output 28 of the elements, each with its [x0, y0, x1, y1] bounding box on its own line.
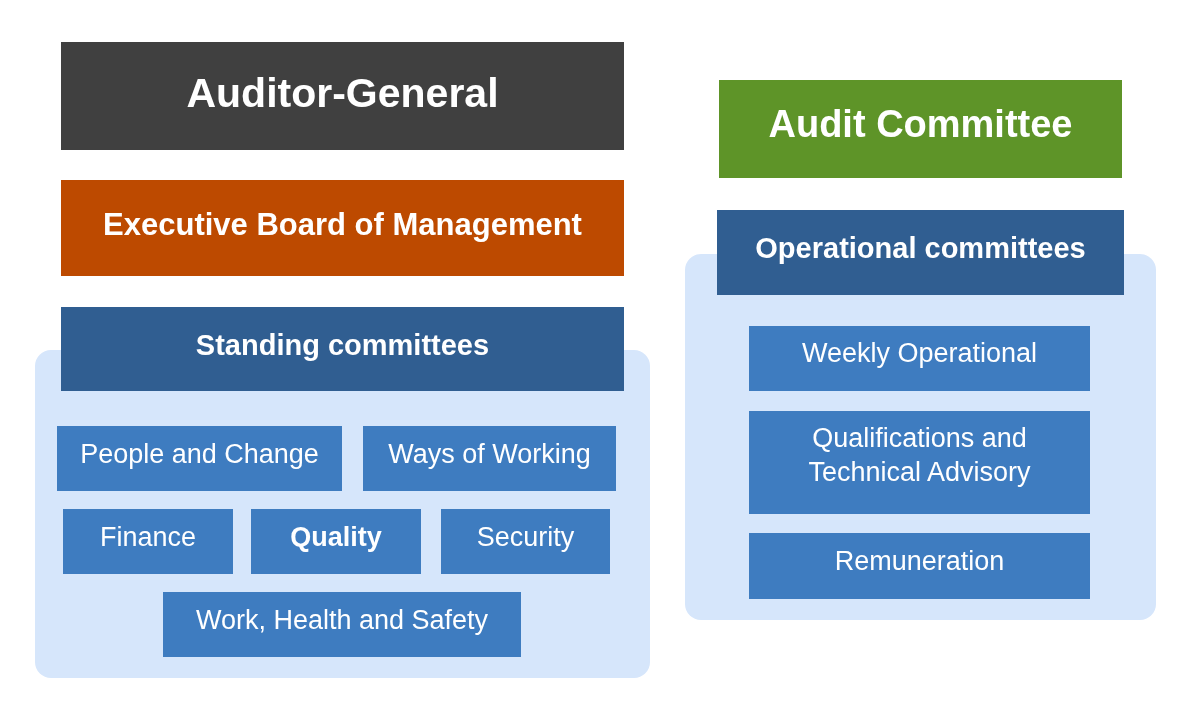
- committee-box: [57, 426, 342, 491]
- committee-box: [441, 509, 610, 574]
- committee-name: Work, Health and Safety: [194, 604, 490, 636]
- committee-name: Quality: [289, 521, 383, 553]
- committee-name: Security: [475, 521, 576, 553]
- committee-name: Remuneration: [833, 545, 1006, 577]
- committee-box: [749, 411, 1090, 514]
- role-box: [61, 180, 624, 276]
- committee-name: Finance: [98, 521, 198, 553]
- section-title: Standing committees: [194, 328, 491, 362]
- committee-box: [749, 326, 1090, 391]
- committee-name: Weekly Operational: [800, 337, 1039, 369]
- role-box: [719, 80, 1122, 178]
- role-title: Executive Board of Management: [102, 207, 583, 243]
- role-title: Audit Committee: [767, 102, 1074, 146]
- section-header: [717, 210, 1124, 295]
- committee-box: [63, 509, 233, 574]
- committee-box: [749, 533, 1090, 599]
- committee-box: [163, 592, 521, 657]
- committee-box: [251, 509, 421, 574]
- committee-name: Qualifications and Technical Advisory: [807, 422, 1032, 489]
- role-title: Auditor-General: [185, 69, 500, 117]
- committee-box: [363, 426, 616, 491]
- role-box: [61, 42, 624, 150]
- section-title: Operational committees: [754, 231, 1087, 265]
- section-header: [61, 307, 624, 391]
- committee-name: People and Change: [79, 438, 320, 470]
- committee-name: Ways of Working: [387, 438, 592, 470]
